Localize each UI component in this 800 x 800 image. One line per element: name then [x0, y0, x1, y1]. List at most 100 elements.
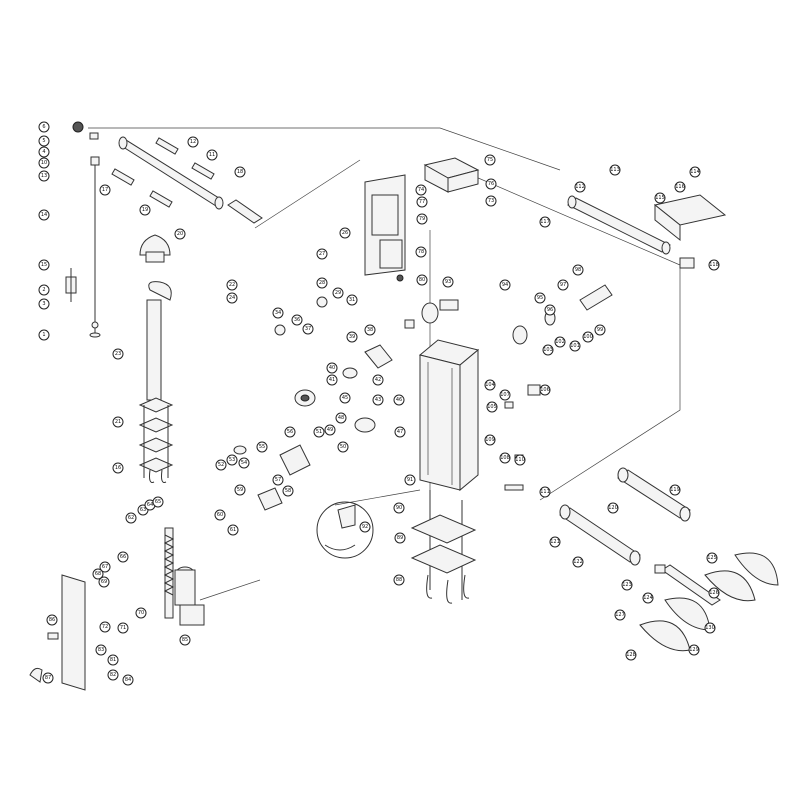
callout-106: 106	[539, 384, 551, 396]
callout-29: 29	[332, 287, 344, 299]
callout-label: 20	[177, 231, 183, 237]
callout-label: 107	[500, 392, 510, 398]
right-column-parts	[504, 284, 613, 491]
callout-label: 72	[102, 624, 108, 630]
callout-label: 46	[396, 397, 402, 403]
callout-label: 22	[229, 282, 235, 288]
callout-label: 21	[115, 419, 121, 425]
callout-60: 60	[214, 509, 226, 521]
callout-77: 77	[416, 196, 428, 208]
callout-label: 38	[367, 327, 373, 333]
callout-label: 5	[42, 138, 45, 144]
callout-123: 123	[621, 579, 633, 591]
callout-label: 91	[407, 477, 413, 483]
callout-18: 18	[234, 166, 246, 178]
callout-80: 80	[416, 274, 428, 286]
callout-label: 23	[115, 351, 121, 357]
callout-label: 16	[115, 465, 121, 471]
callout-label: 76	[488, 181, 494, 187]
callout-label: 17	[102, 187, 108, 193]
callout-label: 28	[319, 280, 325, 286]
callout-75: 75	[484, 154, 496, 166]
callout-65: 65	[152, 496, 164, 508]
callout-121: 121	[549, 536, 561, 548]
callout-label: 125	[707, 555, 717, 561]
callout-label: 118	[709, 262, 719, 268]
middle-small-parts	[233, 296, 459, 511]
callout-88: 88	[393, 574, 405, 586]
callout-label: 61	[230, 527, 236, 533]
callout-54: 54	[238, 457, 250, 469]
callout-label: 2	[42, 287, 45, 293]
callout-label: 78	[418, 249, 424, 255]
callout-label: 112	[575, 184, 585, 190]
callout-37: 37	[302, 323, 314, 335]
callout-15: 15	[38, 259, 50, 271]
callout-95: 95	[534, 292, 546, 304]
callout-71: 71	[117, 622, 129, 634]
callout-label: 129	[689, 647, 699, 653]
callout-label: 39	[349, 334, 355, 340]
callout-66: 66	[117, 551, 129, 563]
callout-label: 77	[419, 199, 425, 205]
callout-label: 40	[329, 365, 335, 371]
callout-label: 111	[540, 489, 550, 495]
callout-83: 83	[95, 644, 107, 656]
callout-label: 49	[327, 427, 333, 433]
callout-56: 56	[284, 426, 296, 438]
callout-label: 54	[241, 460, 247, 466]
callout-130: 130	[704, 622, 716, 634]
callout-label: 15	[41, 262, 47, 268]
callout-label: 124	[643, 595, 653, 601]
motor-pump-unit	[29, 527, 205, 691]
callout-100: 100	[582, 331, 594, 343]
callout-label: 69	[101, 579, 107, 585]
callout-label: 115	[655, 195, 665, 201]
callout-label: 19	[142, 207, 148, 213]
callout-116: 116	[674, 181, 686, 193]
callout-label: 14	[41, 212, 47, 218]
callout-20: 20	[174, 228, 186, 240]
callout-47: 47	[394, 426, 406, 438]
callout-41: 41	[326, 374, 338, 386]
callout-117: 117	[539, 216, 551, 228]
callout-label: 29	[335, 290, 341, 296]
callout-102: 102	[554, 336, 566, 348]
upper-right-bar	[567, 194, 727, 269]
callout-67: 67	[99, 561, 111, 573]
callout-85: 85	[179, 634, 191, 646]
callout-118: 118	[708, 259, 720, 271]
callout-125: 125	[706, 552, 718, 564]
callout-label: 92	[362, 524, 368, 530]
callout-76: 76	[485, 178, 497, 190]
callout-28: 28	[316, 277, 328, 289]
callout-label: 58	[285, 488, 291, 494]
callout-label: 1	[42, 332, 45, 338]
callout-122: 122	[572, 556, 584, 568]
callout-label: 88	[396, 577, 402, 583]
callout-label: 18	[237, 169, 243, 175]
callout-label: 42	[375, 377, 381, 383]
callout-label: 63	[140, 507, 146, 513]
callout-57: 57	[272, 474, 284, 486]
callout-58: 58	[282, 485, 294, 497]
detail-bubble	[316, 501, 374, 559]
callout-87: 87	[42, 672, 54, 684]
callout-101: 101	[569, 340, 581, 352]
callout-label: 36	[294, 317, 300, 323]
callout-23: 23	[112, 348, 124, 360]
callout-108: 108	[499, 452, 511, 464]
callout-103: 103	[542, 344, 554, 356]
callout-99: 99	[594, 324, 606, 336]
callout-label: 93	[445, 279, 451, 285]
callout-label: 130	[705, 625, 715, 631]
callout-31: 31	[346, 294, 358, 306]
callout-6: 6	[38, 121, 50, 133]
callout-label: 98	[575, 267, 581, 273]
callout-96: 96	[544, 304, 556, 316]
callout-3: 3	[38, 298, 50, 310]
callout-16: 16	[112, 462, 124, 474]
callout-14: 14	[38, 209, 50, 221]
callout-label: 113	[610, 167, 620, 173]
callout-70: 70	[135, 607, 147, 619]
